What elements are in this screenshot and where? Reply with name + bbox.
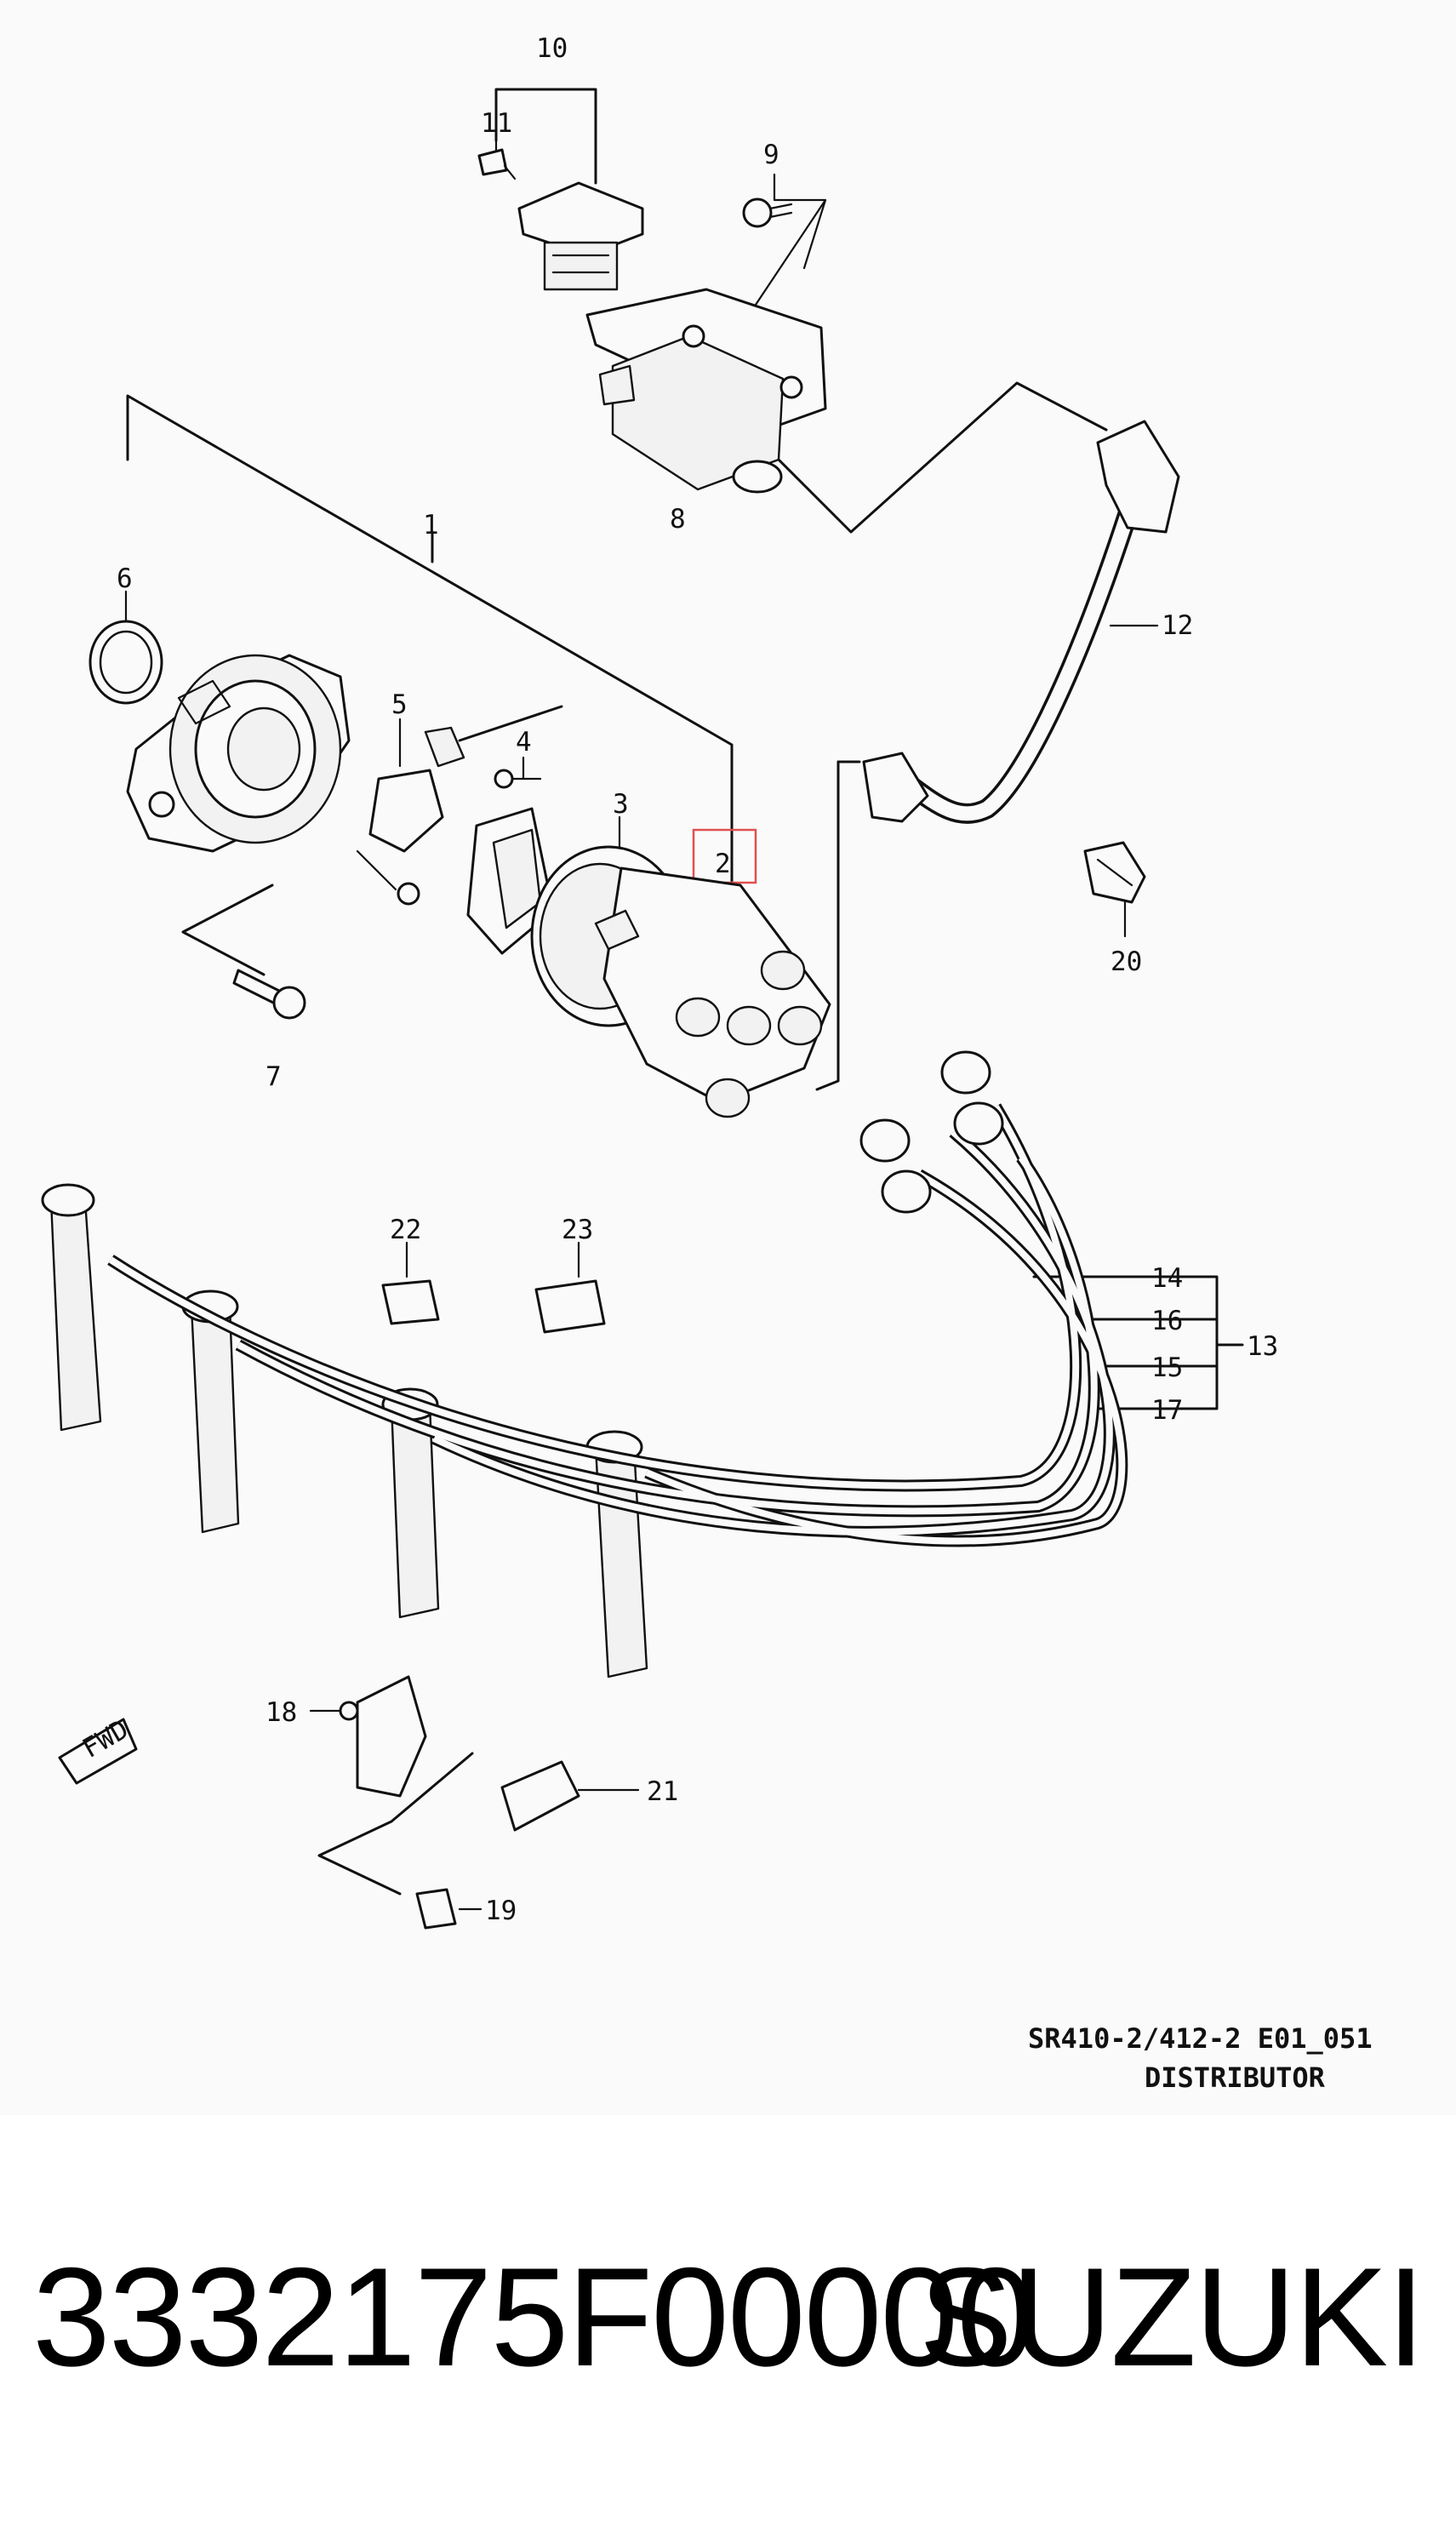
callout-3: 3 xyxy=(613,789,629,820)
mounting-clips xyxy=(339,1675,580,1930)
callout-17: 17 xyxy=(1151,1395,1183,1426)
callout-9: 9 xyxy=(763,140,779,170)
igniter-module xyxy=(466,769,555,955)
callout-labels: 10 11 9 8 1 6 12 5 4 3 2 20 7 22 23 14 1… xyxy=(117,33,1278,1926)
callout-15: 15 xyxy=(1151,1352,1183,1383)
callout-8: 8 xyxy=(670,504,686,535)
diagram-code: SR410-2/412-2 E01_051 xyxy=(1028,2022,1373,2055)
callout-23: 23 xyxy=(562,1215,593,1245)
screw-icon xyxy=(477,148,517,180)
diagram-title: DISTRIBUTOR xyxy=(1145,2062,1326,2094)
distributor-cap xyxy=(530,845,831,1118)
coil-cover xyxy=(517,181,644,291)
callout-19: 19 xyxy=(485,1896,517,1926)
housing-bolt-icon xyxy=(232,969,306,1020)
spark-plug-cords xyxy=(41,1050,1128,1678)
ignition-coil xyxy=(585,288,827,494)
part-number: 3332175F00000 xyxy=(32,2239,1035,2395)
fwd-arrow-icon: FWD xyxy=(58,1714,138,1785)
callout-14: 14 xyxy=(1151,1263,1183,1294)
callout-4: 4 xyxy=(516,727,532,758)
callout-21: 21 xyxy=(647,1776,678,1807)
signal-generator xyxy=(356,705,563,906)
distributor-housing xyxy=(126,654,351,853)
diagram-panel: 10 11 9 8 1 6 12 5 4 3 2 20 7 22 23 14 1… xyxy=(41,33,1373,2094)
callout-1: 1 xyxy=(423,510,439,540)
callout-2: 2 xyxy=(715,849,731,879)
callout-16: 16 xyxy=(1151,1306,1183,1336)
callout-22: 22 xyxy=(390,1215,421,1245)
callout-18: 18 xyxy=(266,1697,297,1728)
o-ring xyxy=(89,620,163,705)
callout-7: 7 xyxy=(266,1061,282,1092)
callout-12: 12 xyxy=(1162,610,1193,641)
leader-lines xyxy=(124,88,1244,1911)
coil-wire xyxy=(862,420,1180,824)
callout-10: 10 xyxy=(536,33,568,64)
callout-13: 13 xyxy=(1247,1331,1278,1362)
distributor-exploded-diagram: 10 11 9 8 1 6 12 5 4 3 2 20 7 22 23 14 1… xyxy=(41,33,1373,2094)
footer xyxy=(0,2115,1456,2539)
callout-20: 20 xyxy=(1111,946,1142,977)
cord-clamps xyxy=(381,1279,606,1334)
callout-6: 6 xyxy=(117,563,133,594)
callout-11: 11 xyxy=(481,108,512,139)
brand-name: SUZUKI xyxy=(918,2239,1425,2395)
callout-5: 5 xyxy=(391,689,408,720)
wire-clip xyxy=(1083,841,1146,904)
bolt-icon xyxy=(742,197,793,228)
